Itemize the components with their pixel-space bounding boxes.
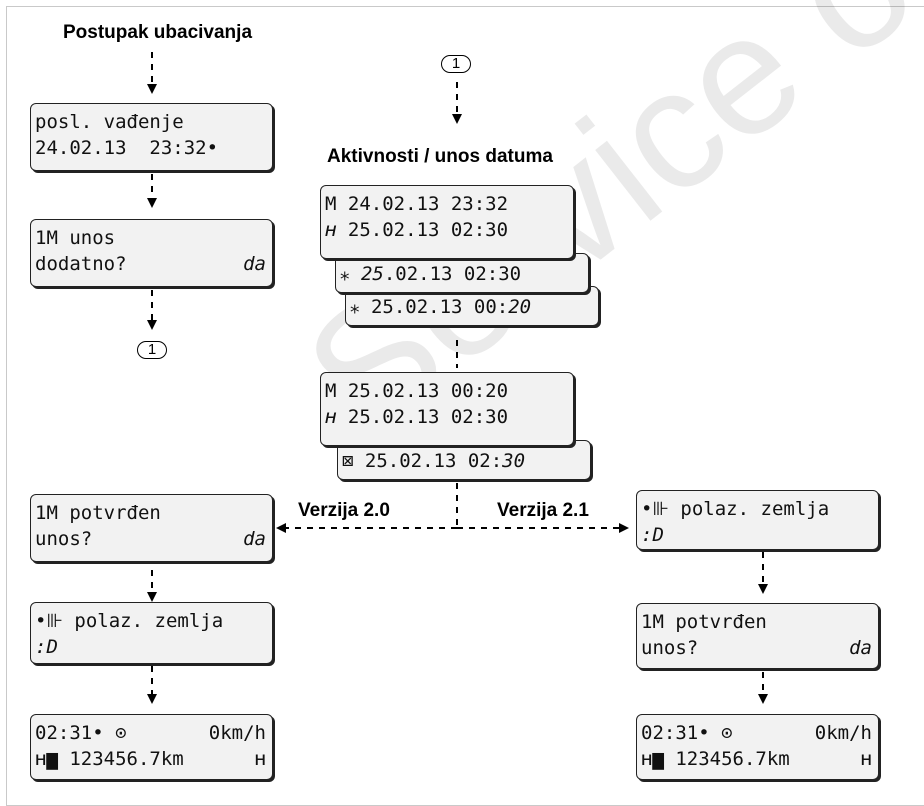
lcd-standard-display-left: 02:31• ⊙ 0km/h ʜ▆ 123456.7km ʜ bbox=[30, 714, 273, 780]
lcd-text: 1M unos bbox=[35, 227, 116, 249]
lcd-stack-a-front: M 24.02.13 23:32 ʜ 25.02.13 02:30 bbox=[320, 185, 574, 259]
lcd-text: M 25.02.13 00:20 bbox=[325, 380, 509, 402]
lcd-last-withdrawal: posl. vađenje 24.02.13 23:32• bbox=[30, 103, 273, 171]
lcd-text: 25.02.13 02:30 bbox=[336, 406, 509, 428]
lcd-text: 24.02.13 23:32 bbox=[35, 137, 207, 159]
label-version-21: Verzija 2.1 bbox=[497, 500, 589, 521]
lcd-standard-display-right: 02:31• ⊙ 0km/h ʜ▆ 123456.7km ʜ bbox=[636, 714, 879, 780]
heading-insert-procedure: Postupak ubacivanja bbox=[63, 22, 253, 43]
lcd-text: unos? bbox=[641, 637, 699, 659]
lcd-answer: da bbox=[243, 528, 266, 550]
lcd-text: 0km/h bbox=[814, 722, 872, 744]
lcd-confirm-entry-left: 1M potvrđen unos? da bbox=[30, 494, 273, 562]
lcd-text: ʜ▆ 123456.7km bbox=[641, 748, 790, 770]
lcd-text: 02:31• ⊙ bbox=[35, 722, 127, 744]
lcd-answer: da bbox=[243, 253, 266, 275]
lcd-text: 30 bbox=[502, 450, 526, 472]
dot-icon: • bbox=[206, 137, 219, 159]
lcd-text: 25.02.13 02: bbox=[353, 450, 503, 472]
heading-activities-date-entry: Aktivnosti / unos datuma bbox=[327, 146, 553, 167]
lcd-text: .02.13 02:30 bbox=[383, 263, 522, 285]
lcd-text: •⊪ polaz. zemlja bbox=[35, 610, 224, 632]
rest-icon: ʜ bbox=[325, 219, 337, 241]
rest-icon: ʜ bbox=[860, 748, 872, 770]
box-icon: ⊠ bbox=[342, 450, 354, 472]
lcd-text: :D bbox=[35, 636, 58, 658]
label-version-20: Verzija 2.0 bbox=[298, 500, 390, 521]
lcd-text: 25 bbox=[360, 263, 384, 285]
lcd-confirm-entry-right: 1M potvrđen unos? da bbox=[636, 603, 879, 669]
asterisk-icon: ⁎ bbox=[340, 263, 350, 285]
lcd-text: 25.02.13 02:30 bbox=[336, 219, 509, 241]
lcd-text: unos? bbox=[35, 528, 93, 550]
lcd-answer: da bbox=[849, 637, 872, 659]
lcd-text: M 24.02.13 23:32 bbox=[325, 193, 509, 215]
lcd-text: 1M potvrđen bbox=[641, 611, 767, 633]
lcd-text: 20 bbox=[508, 296, 532, 318]
rest-icon: ʜ bbox=[254, 748, 266, 770]
lcd-stack-b-row3: ⊠ 25.02.13 02:30 bbox=[337, 440, 591, 480]
lcd-text: ʜ▆ 123456.7km bbox=[35, 748, 184, 770]
connector-1-left: 1 bbox=[137, 341, 167, 359]
lcd-stack-b-front: M 25.02.13 00:20 ʜ 25.02.13 02:30 bbox=[320, 372, 574, 446]
lcd-stack-a-row3: ⁎ 25.02.13 02:30 bbox=[335, 253, 589, 293]
lcd-text: :D bbox=[641, 524, 664, 546]
lcd-text: 25.02.13 00: bbox=[359, 296, 509, 318]
lcd-text: •⊪ polaz. zemlja bbox=[641, 498, 830, 520]
lcd-manual-entry-additional: 1M unos dodatno? da bbox=[30, 219, 273, 287]
lcd-text: posl. vađenje bbox=[35, 111, 184, 133]
lcd-start-country-right: •⊪ polaz. zemlja :D bbox=[636, 490, 879, 550]
lcd-text: 0km/h bbox=[208, 722, 266, 744]
lcd-start-country-left: •⊪ polaz. zemlja :D bbox=[30, 602, 273, 664]
lcd-text: dodatno? bbox=[35, 253, 127, 275]
rest-icon: ʜ bbox=[325, 406, 337, 428]
lcd-text: 1M potvrđen bbox=[35, 502, 161, 524]
connector-1-top: 1 bbox=[441, 55, 471, 73]
asterisk-icon: ⁎ bbox=[350, 296, 360, 318]
lcd-text: 02:31• ⊙ bbox=[641, 722, 733, 744]
